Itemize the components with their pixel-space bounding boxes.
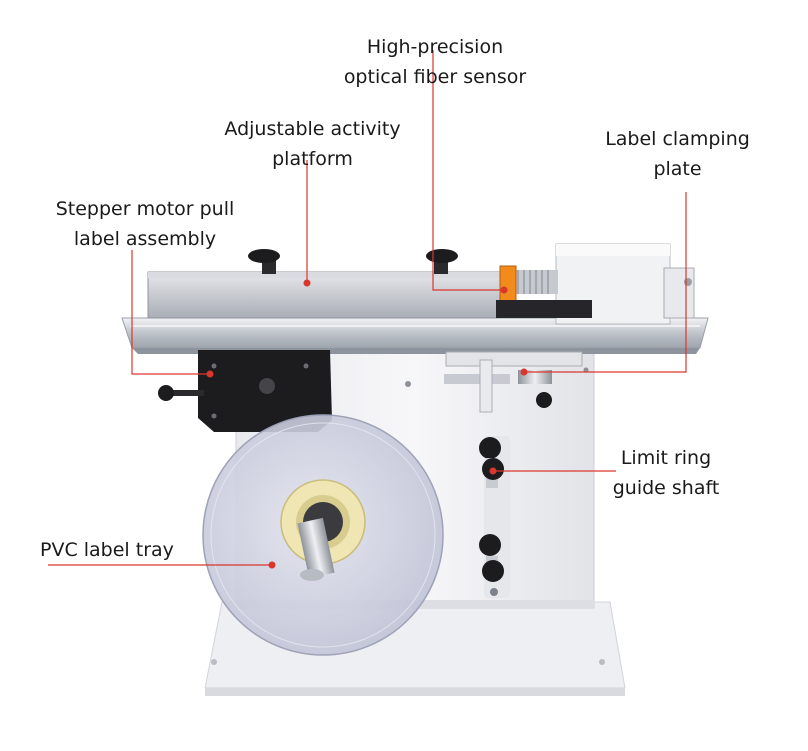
label-line: Limit ring bbox=[620, 447, 712, 469]
label-line: Label clamping bbox=[605, 128, 750, 150]
label-line: guide shaft bbox=[612, 477, 720, 499]
leader-dot-tray bbox=[268, 561, 276, 569]
screw-threads bbox=[517, 270, 549, 294]
label-line: Stepper motor pull bbox=[55, 198, 235, 220]
leader-clamp bbox=[524, 192, 687, 373]
adjustable-platform bbox=[147, 249, 501, 319]
leader-dot-clamp bbox=[520, 368, 528, 376]
stepper-motor-assembly bbox=[158, 350, 332, 432]
leader-lines bbox=[48, 50, 687, 569]
label-optical-fiber-sensor: High-precision optical fiber sensor bbox=[330, 32, 540, 92]
label-adjustable-platform: Adjustable activity platform bbox=[200, 114, 425, 174]
label-clamping-plate: Label clamping plate bbox=[585, 124, 770, 184]
label-line: platform bbox=[272, 148, 353, 170]
label-line: Adjustable activity bbox=[224, 118, 401, 140]
label-line: PVC label tray bbox=[40, 539, 174, 561]
label-line: optical fiber sensor bbox=[343, 66, 527, 88]
leader-dot-stepper bbox=[206, 370, 214, 378]
label-line: High-precision bbox=[366, 36, 504, 58]
leader-sensor bbox=[432, 50, 504, 291]
clamping-assembly bbox=[496, 243, 695, 325]
leader-dot-limit bbox=[489, 467, 497, 475]
label-stepper-motor: Stepper motor pull label assembly bbox=[34, 194, 256, 254]
leader-dot-sensor bbox=[500, 286, 508, 294]
pvc-label-tray bbox=[202, 414, 444, 656]
label-limit-ring: Limit ring guide shaft bbox=[596, 443, 736, 503]
label-pvc-tray: PVC label tray bbox=[40, 535, 200, 565]
leader-stepper bbox=[131, 250, 210, 375]
leader-dot-platform bbox=[303, 279, 311, 287]
limit-ring-guide-shaft bbox=[479, 436, 510, 598]
label-line: label assembly bbox=[73, 228, 217, 250]
label-line: plate bbox=[653, 158, 702, 180]
guide-rollers bbox=[444, 351, 583, 413]
